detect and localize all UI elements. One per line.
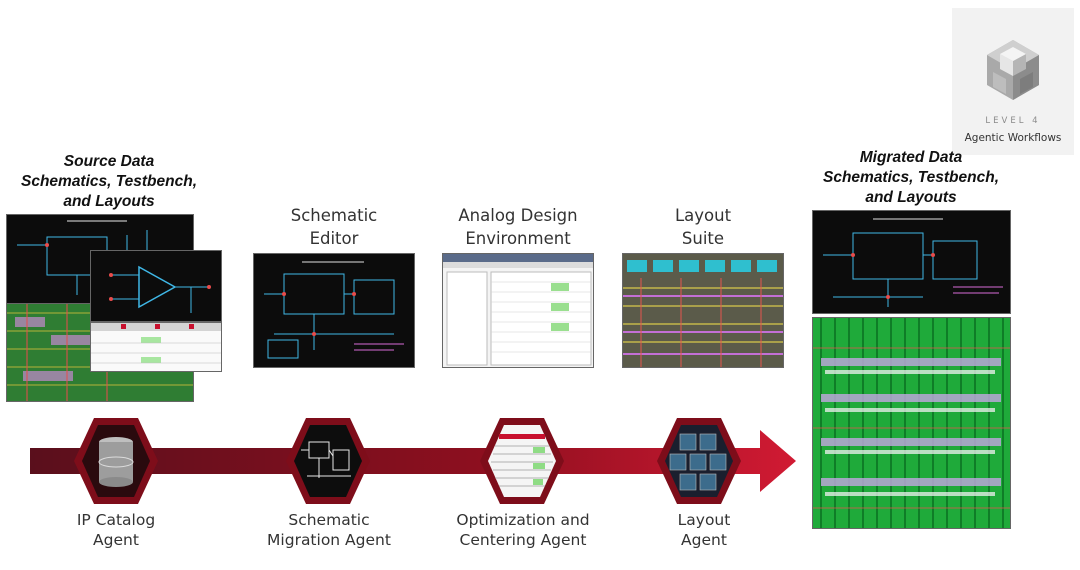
ip-catalog-agent-hexagon [73,416,159,506]
layout-agent-label: Layout Agent [634,510,774,550]
analog-design-environment-screenshot [442,253,594,368]
schematic-editor-label: Schematic Editor [253,204,415,250]
layout-suite-label: Layout Suite [622,204,784,250]
level-badge: LEVEL 4 Agentic Workflows [952,8,1074,155]
database-icon [99,437,133,487]
analog-design-environment-label: Analog Design Environment [430,204,606,250]
layout-suite-screenshot [622,253,784,368]
optimization-centering-agent-label: Optimization and Centering Agent [440,510,606,550]
migrated-schematic-thumbnail [812,210,1011,314]
source-opamp-thumbnail [90,250,222,322]
layout-agent-hexagon [656,416,742,506]
optimization-centering-agent-hexagon [479,416,565,506]
schematic-migration-agent-label: Schematic Migration Agent [250,510,408,550]
cube-icon [952,8,1074,108]
ip-catalog-agent-label: IP Catalog Agent [40,510,192,550]
schematic-migration-agent-hexagon [285,416,371,506]
source-testbench-thumbnail [90,322,222,372]
migrated-layout-thumbnail [812,317,1011,529]
source-data-heading: Source Data Schematics, Testbench, and L… [0,152,218,212]
migrated-data-heading: Migrated Data Schematics, Testbench, and… [802,148,1020,208]
schematic-editor-screenshot [253,253,415,368]
agentic-workflows-caption: Agentic Workflows [952,132,1074,144]
level-text: LEVEL 4 [952,116,1074,126]
